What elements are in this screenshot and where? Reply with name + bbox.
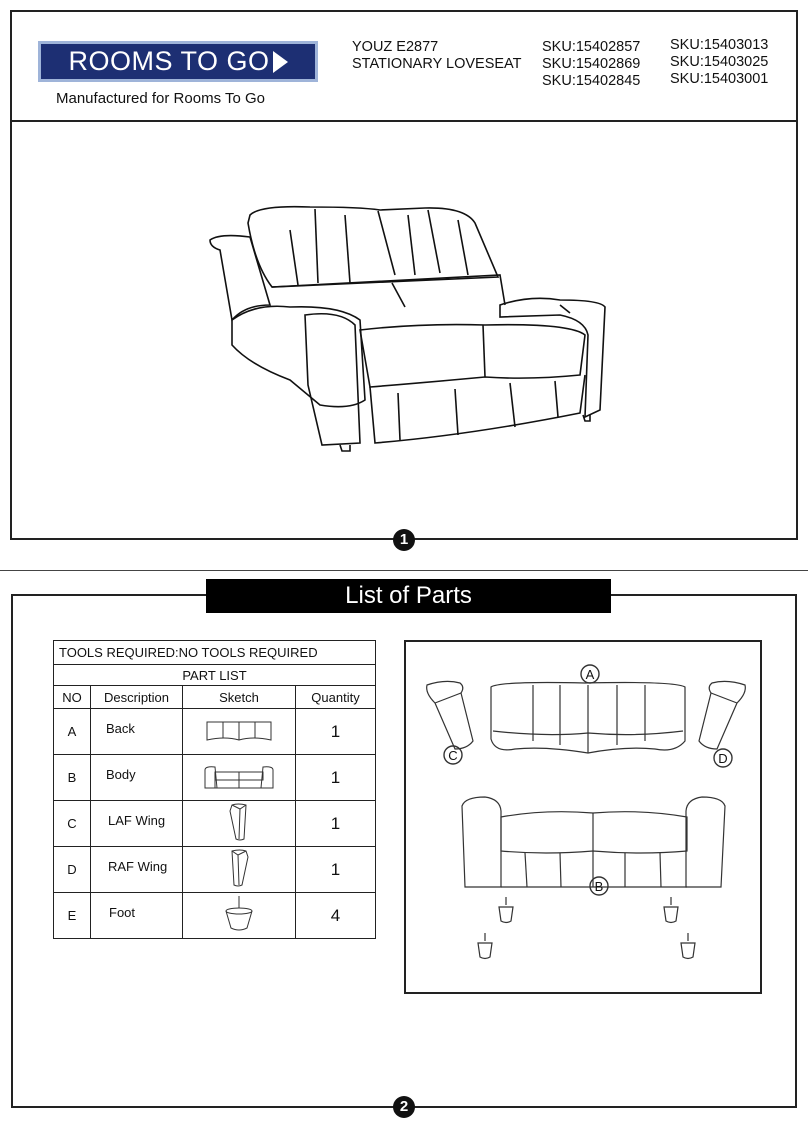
product-code: YOUZ E2877 — [352, 39, 439, 55]
row-sketch — [182, 800, 296, 847]
row-quantity: 1 — [295, 800, 376, 847]
table-row: C LAF Wing 1 — [53, 800, 376, 847]
logo-text: ROOMS TO GO — [68, 46, 270, 76]
row-quantity: 1 — [295, 846, 376, 893]
step-number-1: 1 — [393, 529, 415, 551]
loveseat-illustration — [209, 205, 606, 452]
step-number-2: 2 — [393, 1096, 415, 1118]
row-description: LAF Wing — [90, 800, 183, 847]
part-list-title: PART LIST — [53, 664, 376, 686]
label-a: A — [586, 667, 595, 682]
sku-5: SKU:15403025 — [670, 54, 769, 70]
row-quantity: 4 — [295, 892, 376, 939]
col-sketch: Sketch — [182, 685, 296, 709]
label-c: C — [448, 748, 457, 763]
row-sketch — [182, 892, 296, 939]
wing-sketch-icon — [229, 803, 247, 841]
body-sketch-icon — [204, 766, 274, 789]
row-no: E — [53, 892, 91, 939]
sku-2: SKU:15402869 — [542, 56, 641, 72]
product-name: STATIONARY LOVESEAT — [352, 56, 522, 72]
row-no: D — [53, 846, 91, 893]
back-sketch-icon — [206, 721, 272, 741]
col-quantity: Quantity — [295, 685, 376, 709]
table-row: B Body 1 — [53, 754, 376, 801]
table-row: A Back 1 — [53, 708, 376, 755]
foot-sketch-icon — [663, 897, 679, 924]
parts-title: List of Parts — [206, 579, 611, 613]
row-description: RAF Wing — [90, 846, 183, 893]
row-sketch — [182, 754, 296, 801]
row-description: Body — [90, 754, 183, 801]
foot-sketch-icon — [477, 933, 493, 960]
row-quantity: 1 — [295, 708, 376, 755]
manufactured-for: Manufactured for Rooms To Go — [56, 90, 265, 107]
wing-sketch-icon — [231, 849, 249, 887]
part-list-title-row: PART LIST — [53, 664, 376, 686]
parts-table: TOOLS REQUIRED:NO TOOLS REQUIRED PART LI… — [53, 640, 376, 939]
foot-sketch-icon — [225, 896, 253, 931]
logo-arrow-icon — [272, 50, 288, 73]
row-description: Back — [90, 708, 183, 755]
row-quantity: 1 — [295, 754, 376, 801]
row-sketch — [182, 846, 296, 893]
row-sketch — [182, 708, 296, 755]
foot-sketch-icon — [498, 897, 514, 924]
row-description: Foot — [90, 892, 183, 939]
divider-line — [0, 570, 808, 571]
label-d: D — [718, 751, 727, 766]
col-no: NO — [53, 685, 91, 709]
sku-6: SKU:15403001 — [670, 71, 769, 87]
sku-1: SKU:15402857 — [542, 39, 641, 55]
row-no: B — [53, 754, 91, 801]
sku-3: SKU:15402845 — [542, 73, 641, 89]
foot-sketch-icon — [680, 933, 696, 960]
exploded-diagram: A C D B — [426, 664, 746, 960]
table-header-row: NO Description Sketch Quantity — [53, 685, 376, 709]
row-no: C — [53, 800, 91, 847]
row-no: A — [53, 708, 91, 755]
exploded-diagram-frame — [404, 640, 762, 994]
table-row: E Foot 4 — [53, 892, 376, 939]
tools-row: TOOLS REQUIRED:NO TOOLS REQUIRED — [53, 640, 376, 665]
sku-4: SKU:15403013 — [670, 37, 769, 53]
label-b: B — [595, 879, 604, 894]
table-row: D RAF Wing 1 — [53, 846, 376, 893]
tools-required: TOOLS REQUIRED:NO TOOLS REQUIRED — [53, 640, 376, 665]
col-description: Description — [90, 685, 183, 709]
rooms-to-go-logo: ROOMS TO GO — [38, 41, 318, 82]
